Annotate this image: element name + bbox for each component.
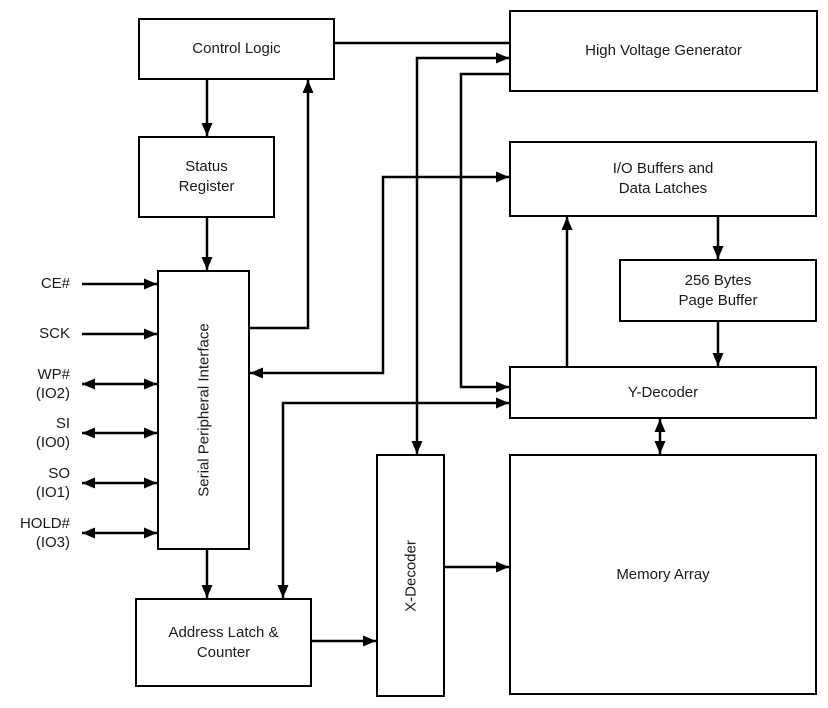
signal-label-hold: HOLD# (IO3)	[19, 515, 70, 551]
serial-peripheral-interface-label: Serial Peripheral Interface	[195, 323, 212, 497]
io-buffers-label: I/O Buffers and Data Latches	[612, 160, 714, 197]
control-logic-label: Control Logic	[192, 40, 281, 57]
page-buffer-box: 256 Bytes Page Buffer	[619, 259, 817, 322]
signal-label-sck: SCK	[39, 325, 70, 342]
status-register-label: Status Register	[178, 158, 235, 195]
memory-array-box: Memory Array	[509, 454, 817, 695]
high-voltage-generator-box: High Voltage Generator	[509, 10, 818, 92]
high-voltage-generator-label: High Voltage Generator	[585, 42, 742, 59]
signal-label-si: SI (IO0)	[35, 415, 70, 451]
x-decoder-label: X-Decoder	[402, 539, 419, 612]
memory-array-label: Memory Array	[616, 565, 710, 583]
io-buffers-box: I/O Buffers and Data Latches	[509, 141, 817, 217]
y-decoder-box: Y-Decoder	[509, 366, 817, 419]
signal-label-so: SO (IO1)	[35, 465, 70, 501]
y-decoder-label: Y-Decoder	[627, 383, 699, 401]
serial-peripheral-interface-box: Serial Peripheral Interface	[157, 270, 250, 550]
connector-high-voltage-generator-to-y-decoder	[459, 72, 509, 393]
address-latch-counter-box: Address Latch & Counter	[135, 598, 312, 687]
control-logic-box: Control Logic	[138, 18, 335, 80]
status-register-box: Status Register	[138, 136, 275, 218]
page-buffer-label: 256 Bytes Page Buffer	[678, 271, 758, 309]
address-latch-counter-label: Address Latch & Counter	[168, 623, 279, 661]
connector-high-voltage-generator-x-decoder-bus	[411, 52, 509, 454]
connector-spi-io-buffers-bidirectional	[250, 171, 509, 379]
signal-label-ce: CE#	[40, 275, 70, 292]
x-decoder-box: X-Decoder	[376, 454, 445, 697]
connector-address-latch-y-decoder-bus	[277, 397, 509, 598]
signal-label-wp: WP# (IO2)	[35, 366, 70, 402]
